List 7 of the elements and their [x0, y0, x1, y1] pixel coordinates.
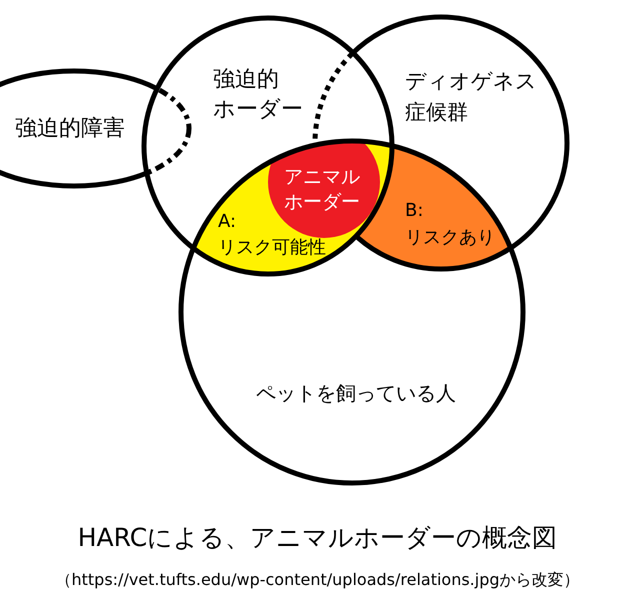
circle-label: 強迫的ホーダー	[213, 66, 304, 124]
figure-caption: HARCによる、アニマルホーダーの概念図	[78, 522, 558, 554]
oval-label: 強迫的障害	[15, 115, 126, 143]
circle-label: ペットを飼っている人	[255, 380, 457, 407]
circle-label: ディオゲネス症候群	[405, 68, 538, 126]
source-note: （https://vet.tufts.edu/wp-content/uploads/relations.jpgから改変）	[55, 569, 580, 591]
region-label: B: リスクあり	[405, 199, 495, 250]
